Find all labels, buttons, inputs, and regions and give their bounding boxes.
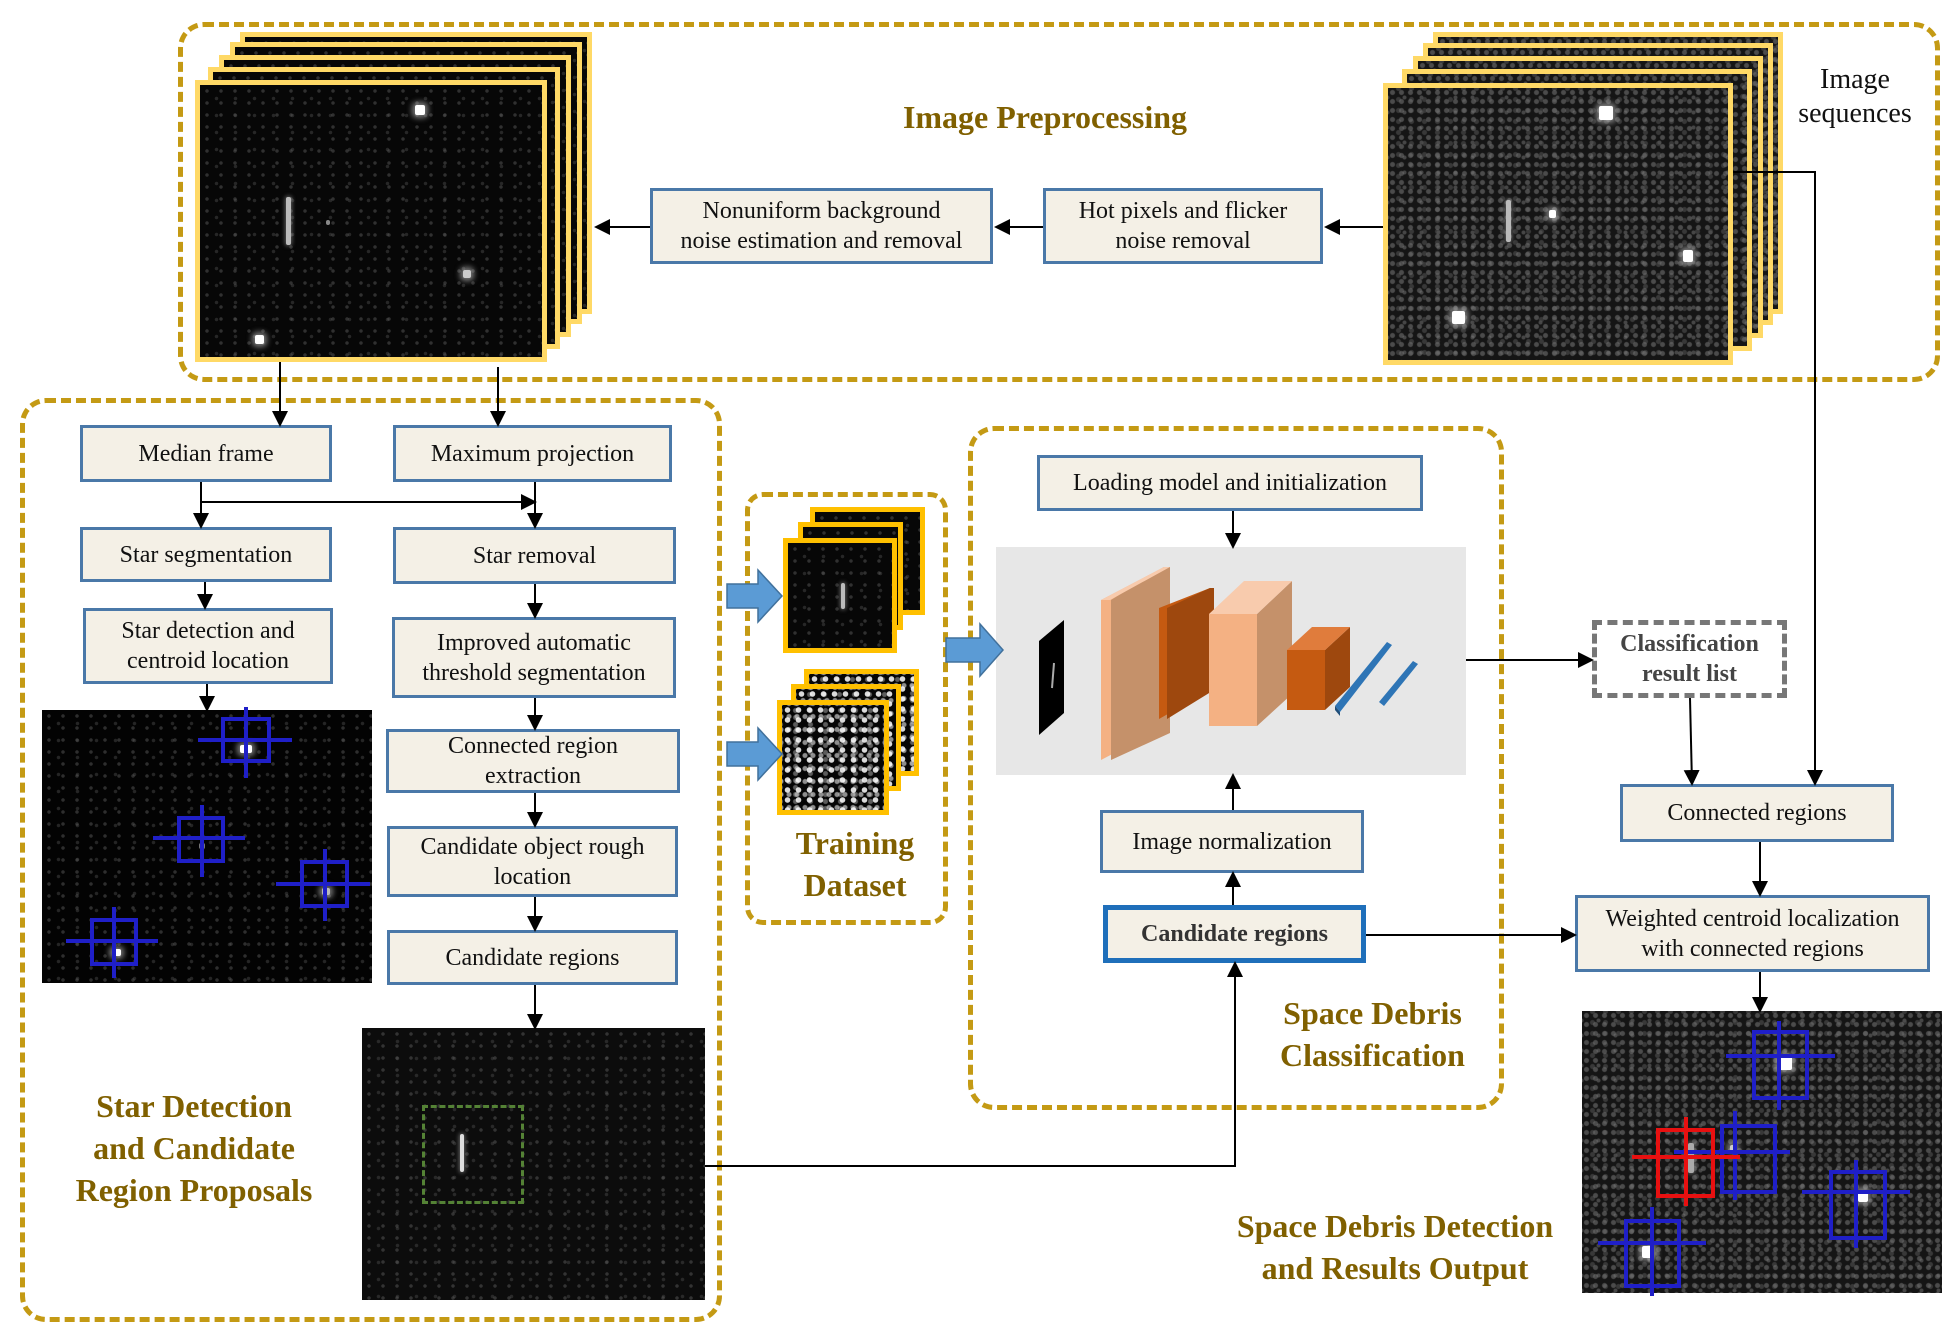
star-point [240, 745, 252, 753]
title-line-1: Star Detection [96, 1088, 292, 1124]
candidate-regions-step: Candidate regions [387, 930, 678, 985]
star-point [112, 949, 121, 956]
step-line-2: centroid location [127, 648, 289, 674]
cnn-architecture-panel [996, 547, 1466, 775]
step-line-1: Star detection and [121, 618, 295, 644]
title-line-2: Dataset [803, 867, 907, 903]
star-point [255, 335, 264, 344]
step-line-1: Image normalization [1132, 828, 1332, 855]
star-point [1599, 106, 1613, 120]
connected-regions-step: Connected regions [1620, 784, 1894, 842]
step-line-1: Hot pixels and flicker [1078, 198, 1288, 224]
median-frame-step: Median frame [80, 425, 332, 482]
star-point [326, 220, 330, 225]
step-line-2: threshold segmentation [422, 659, 646, 686]
classification-group [968, 426, 1504, 1110]
loading-model-step: Loading model and initialization [1037, 455, 1423, 511]
title-line-1: Space Debris [1283, 995, 1462, 1031]
threshold-segmentation-step: Improved automatic threshold segmentatio… [392, 617, 676, 698]
step-line-2: noise removal [1115, 228, 1251, 254]
star-detection-centroid-step: Star detection and centroid location [83, 608, 333, 684]
star-point [1730, 1145, 1736, 1151]
classification-result-list: Classification result list [1592, 620, 1787, 698]
classification-title: Space Debris Classification [1255, 992, 1490, 1076]
candidate-region-image [362, 1028, 705, 1300]
candidate-rough-location-step: Candidate object rough location [387, 826, 678, 897]
training-dataset-title: Training Dataset [760, 822, 950, 906]
step-line-1: Improved automatic [437, 629, 631, 656]
star-point [1452, 311, 1465, 324]
weighted-centroid-step: Weighted centroid localization with conn… [1575, 895, 1930, 972]
debris-streak [1506, 200, 1511, 242]
debris-streak [286, 197, 291, 245]
step-line-1: Median frame [138, 440, 274, 467]
title-line-2: Classification [1280, 1037, 1465, 1073]
star-point [463, 270, 471, 278]
hot-pixel-removal-step: Hot pixels and flicker noise removal [1043, 188, 1323, 264]
raw-frame-front [1383, 83, 1733, 365]
result-line-2: result list [1642, 661, 1737, 687]
background-sample-front [777, 700, 889, 815]
step-line-1: Connected region [448, 733, 618, 759]
processed-frame-front [195, 80, 547, 362]
star-point [1683, 250, 1693, 262]
background-noise-removal-step: Nonuniform background noise estimation a… [650, 188, 993, 264]
maximum-projection-step: Maximum projection [393, 425, 672, 482]
title-line-1: Training [795, 825, 915, 861]
step-line-1: Nonuniform background [702, 198, 941, 224]
star-point [322, 888, 330, 895]
image-preprocessing-group [178, 22, 1940, 382]
star-point [1642, 1246, 1654, 1258]
step-line-1: Star removal [472, 542, 597, 569]
step-line-1: Loading model and initialization [1073, 470, 1387, 496]
detection-result-image [1582, 1011, 1942, 1293]
step-line-1: Star segmentation [119, 541, 293, 568]
star-point [1858, 1190, 1868, 1202]
star-point [1549, 210, 1556, 218]
star-point [199, 843, 205, 849]
step-line-2: noise estimation and removal [680, 228, 963, 254]
star-detection-image [42, 710, 372, 983]
image-sequences-label: Image sequences [1790, 63, 1920, 131]
star-removal-step: Star removal [393, 527, 676, 584]
candidate-bounding-box [422, 1105, 524, 1204]
result-line-1: Classification [1620, 631, 1759, 657]
detection-output-title: Space Debris Detection and Results Outpu… [1210, 1205, 1580, 1289]
debris-streak [1688, 1143, 1694, 1173]
image-normalization-step: Image normalization [1100, 810, 1364, 873]
star-point [1778, 1056, 1792, 1070]
step-line-1: Candidate object rough [420, 833, 645, 860]
debris-sample-front [783, 538, 897, 653]
title-line-3: Region Proposals [75, 1172, 313, 1208]
candidate-regions-input: Candidate regions [1103, 905, 1366, 963]
debris-streak [460, 1134, 464, 1172]
label-line-1: Image [1820, 64, 1890, 95]
star-point [415, 105, 425, 115]
step-line-1: Maximum projection [430, 440, 635, 467]
title-line-2: and Results Output [1261, 1250, 1529, 1286]
connected-region-extraction-step: Connected region extraction [386, 729, 680, 793]
star-detection-title: Star Detection and Candidate Region Prop… [44, 1085, 344, 1211]
step-line-2: with connected regions [1641, 935, 1864, 962]
image-preprocessing-title: Image Preprocessing [902, 99, 1188, 135]
star-detection-group [20, 398, 722, 1322]
title-line-1: Space Debris Detection [1236, 1208, 1554, 1244]
arrow-result-list-to-connected [1683, 697, 1700, 786]
title-line-2: and Candidate [93, 1130, 295, 1166]
training-dataset-group [745, 492, 948, 925]
step-line-2: location [493, 863, 572, 890]
step-line-1: Candidate regions [1141, 921, 1328, 947]
star-segmentation-step: Star segmentation [80, 527, 332, 582]
step-line-1: Candidate regions [445, 944, 620, 971]
step-line-1: Connected regions [1667, 800, 1847, 826]
debris-streak [841, 583, 845, 609]
label-line-2: sequences [1798, 98, 1912, 129]
step-line-2: extraction [485, 763, 581, 789]
step-line-1: Weighted centroid localization [1605, 905, 1900, 932]
